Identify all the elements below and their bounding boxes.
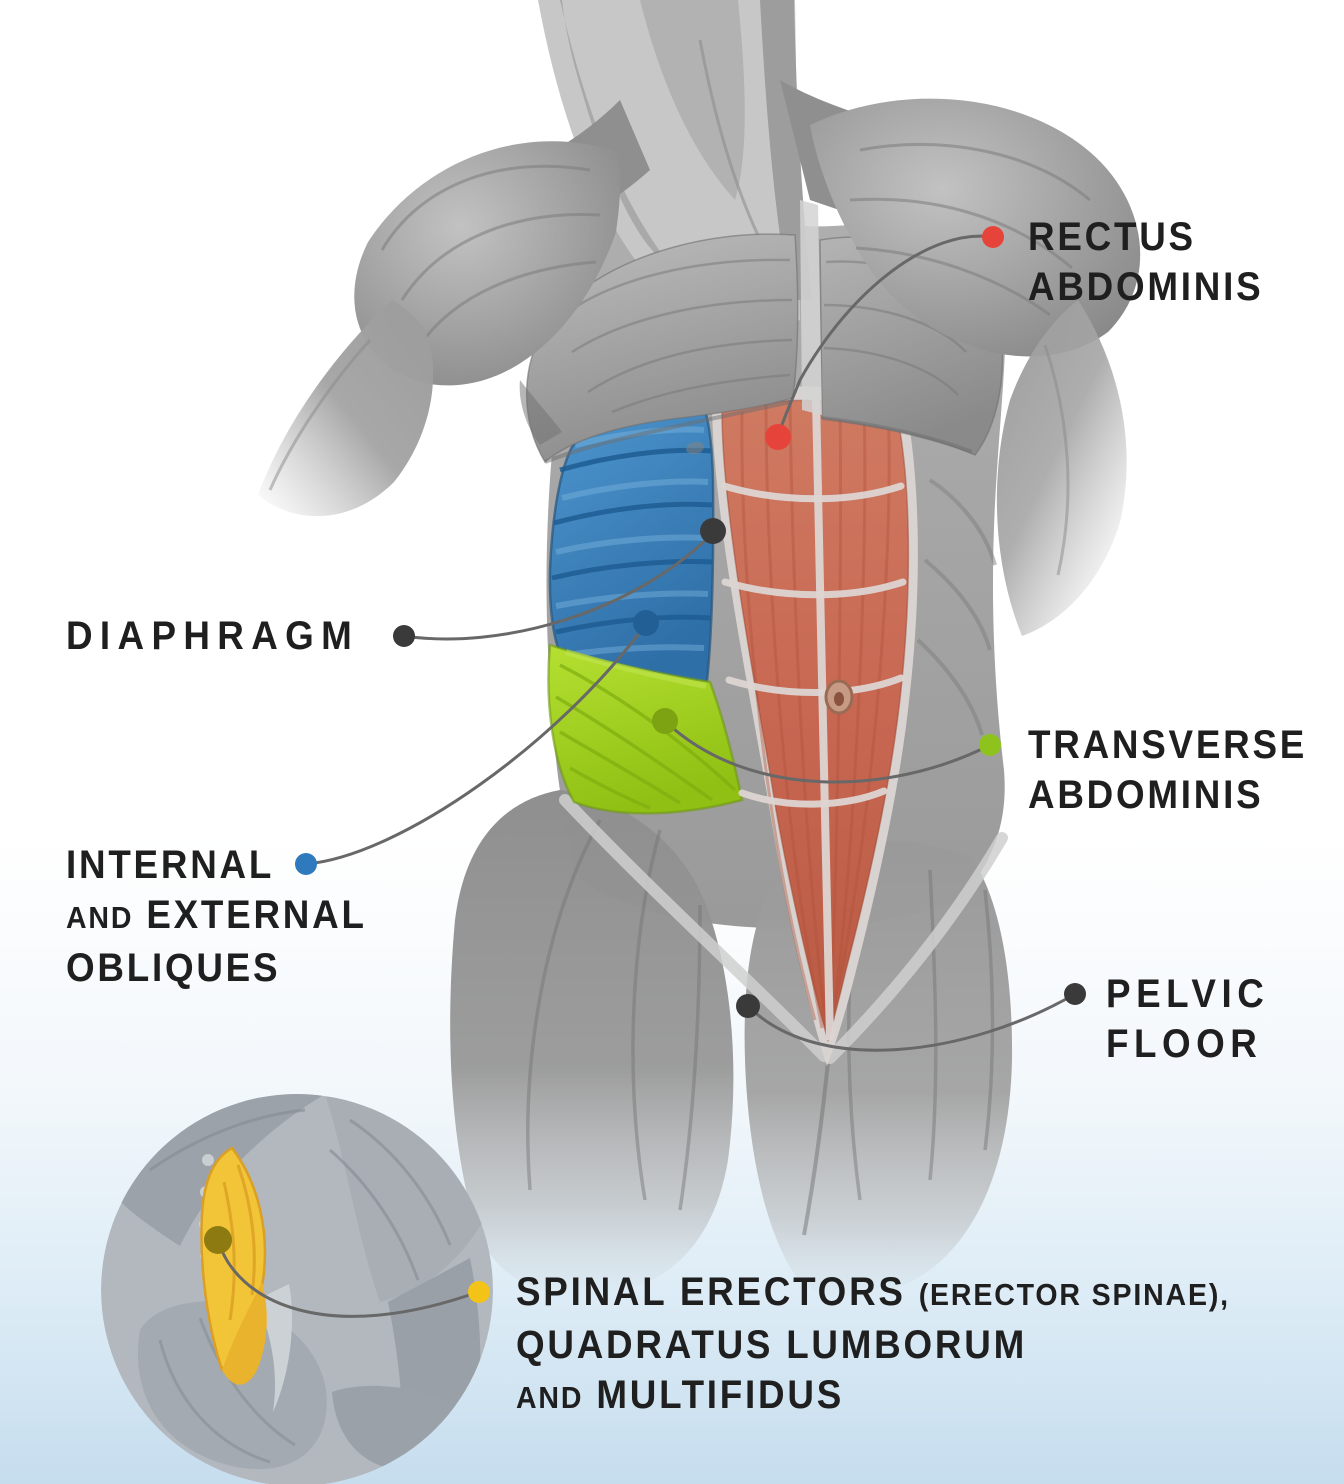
label-rectus-line1: RECTUS	[1028, 215, 1196, 259]
label-spinal-erectors: SPINAL ERECTORS (ERECTOR SPINAE), QUADRA…	[516, 1267, 1230, 1423]
left-arm	[258, 141, 621, 517]
label-obliques-line3: OBLIQUES	[66, 946, 281, 990]
label-pelvic-line1: PELVIC	[1106, 972, 1270, 1016]
right-arm	[810, 98, 1141, 636]
spinal-callout-line	[216, 1238, 480, 1318]
obliques-callout-line	[304, 622, 648, 866]
diaphragm-callout-line	[402, 531, 715, 641]
pelvic-body-dot	[736, 994, 760, 1018]
spinal-body-dot	[204, 1226, 232, 1254]
label-obliques: INTERNAL AND EXTERNAL OBLIQUES	[66, 840, 367, 993]
label-diaphragm-line1: DIAPHRAGM	[66, 614, 360, 658]
label-spinal-line2: QUADRATUS LUMBORUM	[516, 1323, 1028, 1367]
obliques-label-dot	[295, 853, 317, 875]
spinal-label-dot	[468, 1281, 490, 1303]
label-pelvic-line2: FLOOR	[1106, 1022, 1263, 1066]
transverse-callout-line	[663, 719, 992, 784]
pectorals	[525, 200, 1004, 464]
pelvic-label-dot	[1064, 983, 1086, 1005]
label-transverse-line1: TRANSVERSE	[1028, 723, 1308, 767]
sternum	[800, 200, 822, 415]
torso-figure	[258, 0, 1141, 1299]
label-rectus-abdominis: RECTUS ABDOMINIS	[1028, 212, 1263, 312]
transverse-body-dot	[652, 708, 678, 734]
rectus-label-dot	[982, 226, 1004, 248]
legs	[450, 790, 1013, 1299]
transverse-label-dot	[979, 734, 1001, 756]
label-transverse-line2: ABDOMINIS	[1028, 773, 1264, 817]
navel	[824, 679, 854, 715]
spinal-erectors-muscle	[200, 1146, 267, 1385]
label-diaphragm: DIAPHRAGM	[66, 611, 359, 661]
inguinal-bands	[559, 794, 1008, 1064]
nipple	[686, 441, 704, 455]
label-pelvic-floor: PELVIC FLOOR	[1106, 969, 1269, 1069]
rectus-callout-line	[776, 234, 995, 439]
callout-lines	[216, 234, 1077, 1318]
left-thigh	[450, 790, 734, 1296]
callout-dots	[204, 226, 1086, 1303]
serratus-right	[916, 478, 997, 736]
rectus-muscle	[712, 386, 918, 1066]
pelvic-callout-line	[746, 992, 1077, 1052]
label-rectus-line2: ABDOMINIS	[1028, 265, 1264, 309]
label-obliques-line1: INTERNAL	[66, 843, 275, 887]
left-pec	[525, 233, 799, 464]
obliques-body-dot	[633, 610, 659, 636]
right-thigh	[744, 841, 1013, 1299]
label-obliques-line2: AND EXTERNAL	[66, 893, 367, 937]
lower-back-inset	[101, 1094, 493, 1484]
label-spinal-line1: SPINAL ERECTORS (ERECTOR SPINAE),	[516, 1270, 1230, 1314]
diaphragm-body-dot	[700, 518, 726, 544]
diaphragm-label-dot	[393, 625, 415, 647]
rectus-body-dot	[765, 424, 791, 450]
label-spinal-line3: AND MULTIFIDUS	[516, 1373, 844, 1417]
label-transverse-abdominis: TRANSVERSE ABDOMINIS	[1028, 720, 1307, 820]
